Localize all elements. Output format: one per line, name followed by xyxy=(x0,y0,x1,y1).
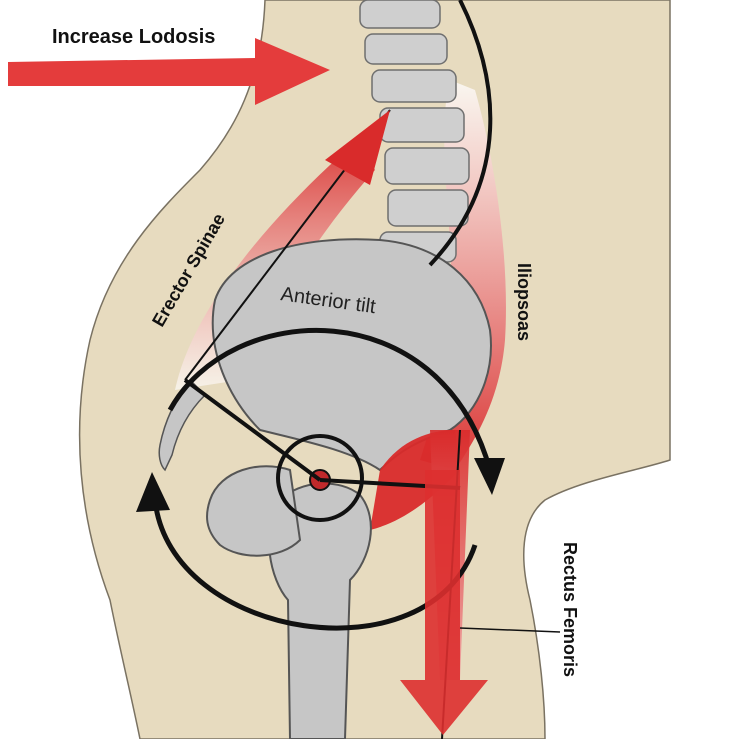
anterior-tilt-arc xyxy=(167,328,493,471)
ischium xyxy=(206,465,302,557)
lumbar-curve-line xyxy=(428,0,493,267)
spine xyxy=(359,0,470,263)
lower-rotation-arrowhead xyxy=(136,472,170,512)
hip-joint-ring xyxy=(276,434,364,522)
sacrum xyxy=(158,378,207,472)
label-increase-lodosis: Increase Lodosis xyxy=(52,26,215,48)
pelvis-ilium xyxy=(211,238,492,472)
rectus-leader-line xyxy=(459,627,561,633)
label-iliopsoas: Iliopsoas xyxy=(514,263,534,341)
erector-arrowhead xyxy=(325,110,390,185)
lever-line-back xyxy=(183,378,322,482)
increase-lodosis-arrow xyxy=(8,38,330,105)
label-rectus-femoris: Rectus Femoris xyxy=(560,542,580,677)
anterior-tilt-arrowhead xyxy=(474,458,505,495)
rectus-down-arrow xyxy=(400,470,488,735)
